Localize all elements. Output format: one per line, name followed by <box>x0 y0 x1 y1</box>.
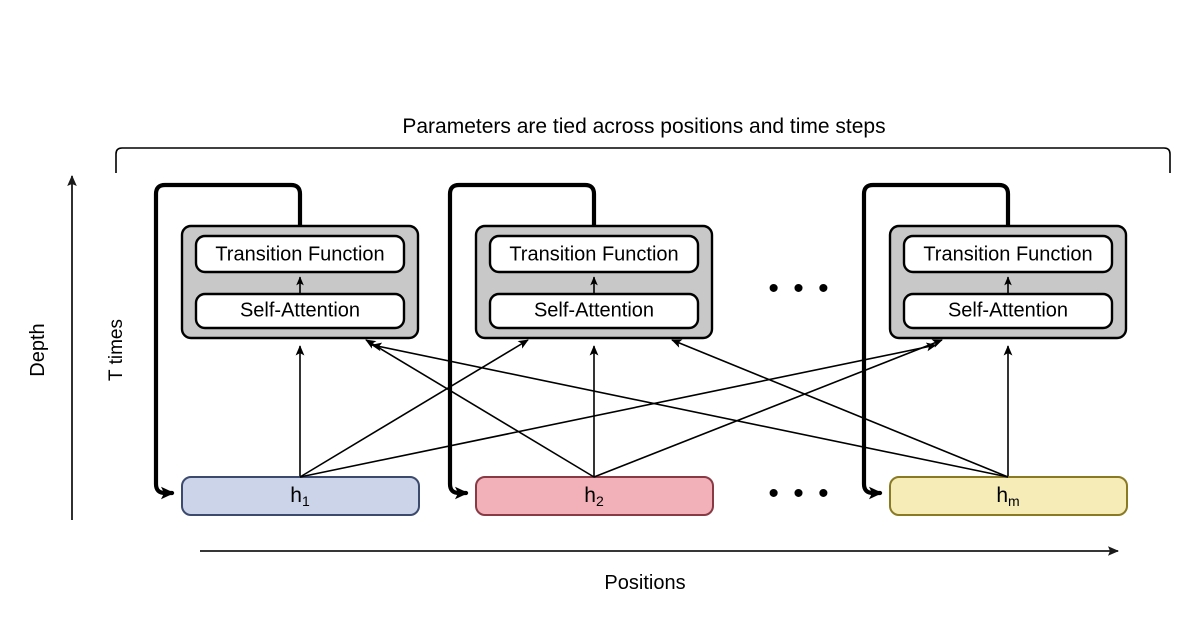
transition-function-label-1: Transition Function <box>215 243 384 265</box>
transition-function-box-2 <box>488 234 700 274</box>
transition-function-label-2: Transition Function <box>509 243 678 265</box>
positions-axis: Positions <box>200 546 1119 594</box>
recurrence-loop-m <box>861 182 1011 500</box>
depth-axis: Depth <box>27 175 77 520</box>
recurrence-loop-2 <box>447 182 597 500</box>
state-label-h2: h2 <box>584 484 604 509</box>
self-attention-box-2 <box>488 292 700 330</box>
positions-axis-label: Positions <box>604 572 685 594</box>
transition-function-label-m: Transition Function <box>923 243 1092 265</box>
attention-arrow-h1-to-blockm <box>299 342 937 478</box>
transition-function-box-1 <box>194 234 406 274</box>
attention-arrow-h1-to-block2 <box>299 339 529 478</box>
self-attention-label-m: Self-Attention <box>948 299 1068 321</box>
state-box-hm <box>889 476 1128 516</box>
self-attention-label-2: Self-Attention <box>534 299 654 321</box>
recurrence-loop-1 <box>153 182 303 500</box>
ellipsis-blocks: • • • <box>768 272 831 305</box>
self-attention-box-1 <box>194 292 406 330</box>
attention-arrow-hm-to-block2 <box>671 339 1009 478</box>
attention-arrow-h2-to-block1 <box>365 339 595 478</box>
cross-attention-arrows <box>299 339 1009 478</box>
figure-title: Parameters are tied across positions and… <box>402 115 885 138</box>
position-column-m: Transition Function Self-Attention hm <box>861 182 1128 516</box>
recurrence-label: T times <box>106 319 127 381</box>
depth-axis-label: Depth <box>27 323 49 376</box>
state-label-h1: h1 <box>290 484 310 509</box>
attention-arrow-hm-to-block1 <box>371 342 1009 478</box>
ellipsis-states: • • • <box>768 477 831 510</box>
self-attention-label-1: Self-Attention <box>240 299 360 321</box>
position-column-1: Transition Function Self-Attention h1 <box>153 182 420 516</box>
transition-function-box-m <box>902 234 1114 274</box>
position-column-2: Transition Function Self-Attention h2 <box>447 182 714 516</box>
self-attention-box-m <box>902 292 1114 330</box>
tied-parameters-bracket <box>115 147 1171 173</box>
attention-arrow-h2-to-blockm <box>593 339 943 478</box>
state-label-hm: hm <box>996 484 1019 509</box>
